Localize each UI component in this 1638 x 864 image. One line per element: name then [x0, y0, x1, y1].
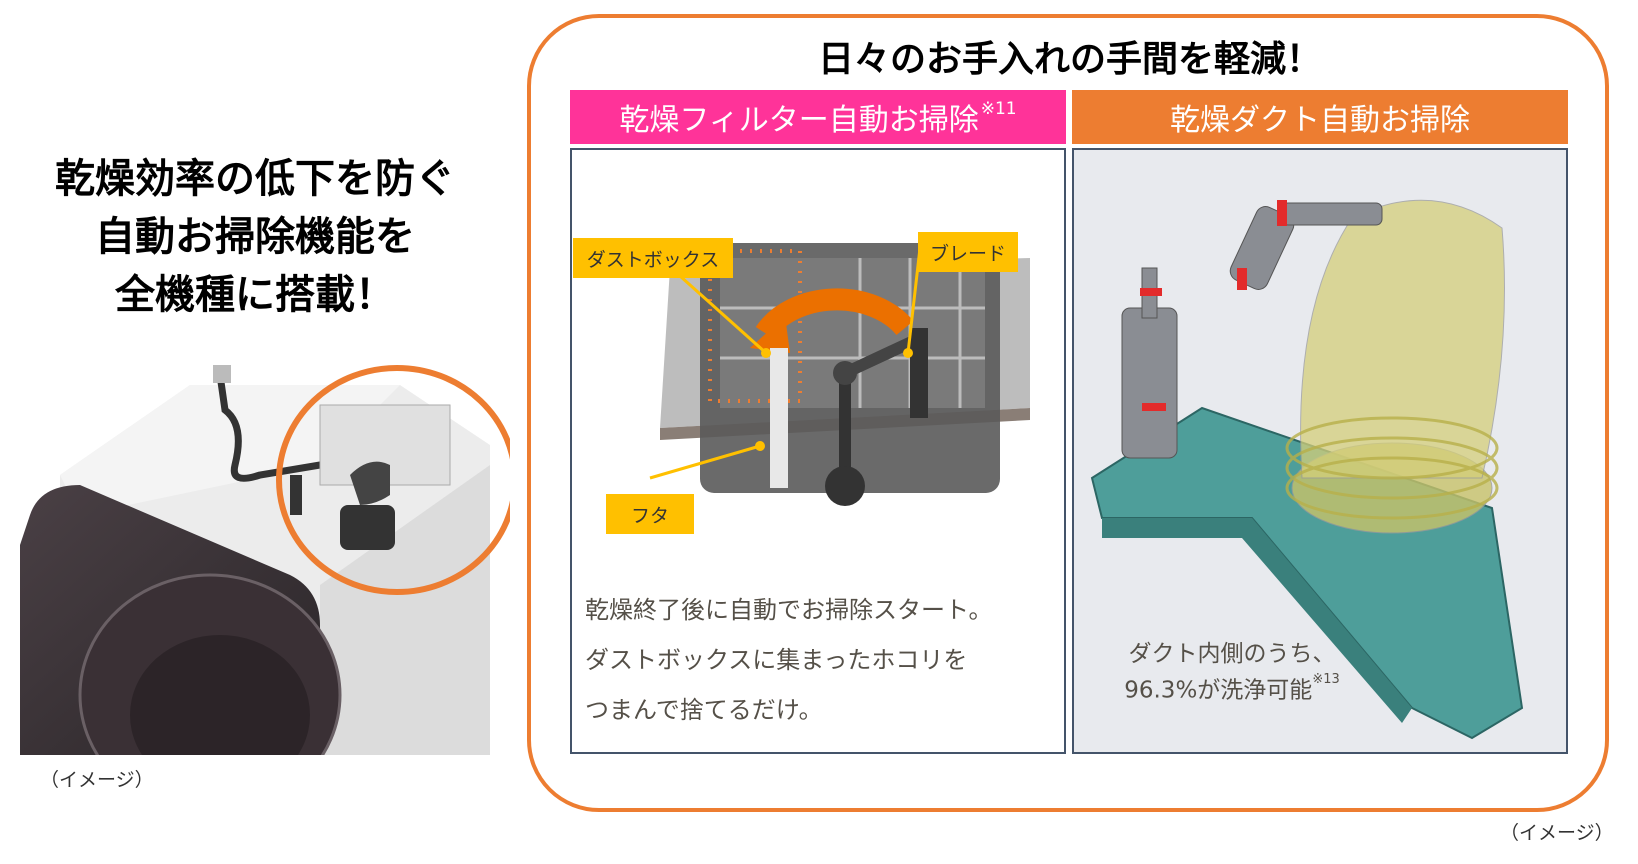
feature-panel-frame — [527, 14, 1609, 812]
duct-note-line-1: ダクト内側のうち、 — [1128, 641, 1336, 667]
dust-box-illustration — [649, 243, 1030, 506]
duct-note-line-2: 96.3%が洗浄可能※13 — [1082, 670, 1382, 707]
left-image-caption: （イメージ） — [40, 769, 154, 791]
header-filter-note: ※11 — [980, 99, 1017, 119]
duct-note: ダクト内側のうち、 96.3%が洗浄可能※13 — [1082, 638, 1382, 707]
duct-illustration — [1090, 199, 1524, 740]
washing-machine-illustration — [20, 365, 510, 755]
headline-line-3: 全機種に搭載！ — [115, 272, 395, 318]
callout-blade: ブレード — [918, 232, 1018, 272]
header-duct-auto-clean: 乾燥ダクト自動お掃除 — [1072, 90, 1568, 144]
filter-description-line-3: つまんで捨てるだけ。 — [585, 696, 823, 724]
headline: 乾燥効率の低下を防ぐ 自動お掃除機能を 全機種に搭載！ — [0, 150, 510, 324]
header-filter-label: 乾燥フィルター自動お掃除 — [619, 103, 979, 138]
filter-description: 乾燥終了後に自動でお掃除スタート。 ダストボックスに集まったホコリを つまんで捨… — [585, 585, 993, 735]
duct-note-percentage: 96.3%が洗浄可能 — [1124, 677, 1313, 704]
panel-title: 日々のお手入れの手間を軽減！ — [817, 39, 1322, 80]
callout-lid: フタ — [606, 494, 694, 534]
duct-note-ref: ※13 — [1312, 672, 1340, 687]
header-duct-label: 乾燥ダクト自動お掃除 — [1170, 103, 1470, 138]
filter-description-line-2: ダストボックスに集まったホコリを — [585, 646, 968, 674]
panel-caption: （イメージ） — [1500, 822, 1614, 844]
headline-line-2: 自動お掃除機能を — [95, 214, 415, 260]
callout-dust-box: ダストボックス — [573, 238, 733, 278]
headline-line-1: 乾燥効率の低下を防ぐ — [55, 156, 455, 202]
filter-description-line-1: 乾燥終了後に自動でお掃除スタート。 — [585, 596, 993, 624]
header-filter-auto-clean: 乾燥フィルター自動お掃除※11 — [570, 90, 1066, 144]
